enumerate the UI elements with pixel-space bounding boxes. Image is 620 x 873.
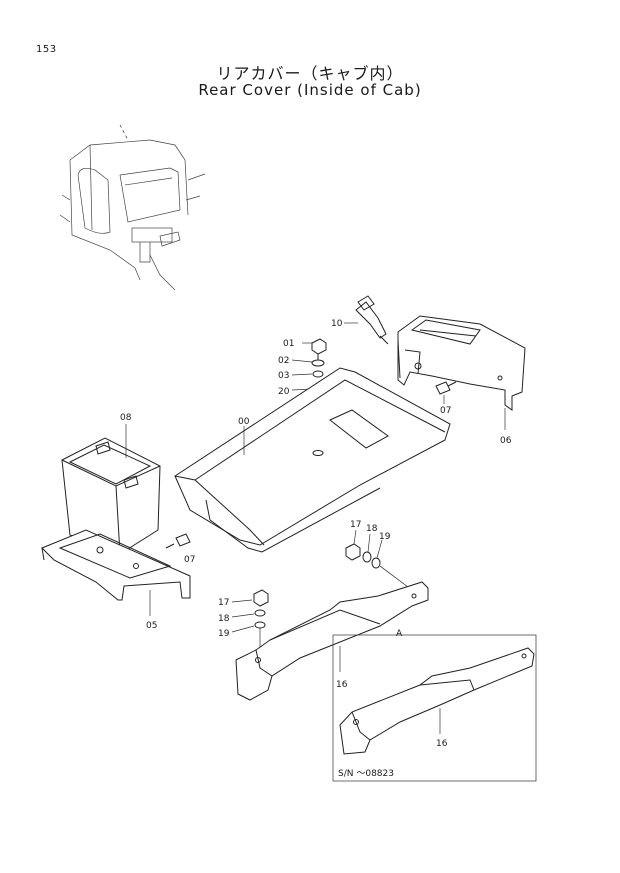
- part-10-bolt: [344, 295, 389, 345]
- callout-10: 10: [331, 319, 343, 329]
- page-title-english: Rear Cover (Inside of Cab): [198, 81, 422, 99]
- callout-16-inset: 16: [436, 739, 448, 749]
- callout-07-left: 07: [184, 555, 195, 565]
- callout-08: 08: [120, 413, 132, 423]
- fastener-stack-middle: [345, 529, 413, 591]
- callout-20: 20: [278, 387, 290, 397]
- callout-06: 06: [500, 436, 512, 446]
- page-title-japanese: リアカバー（キャブ内）: [216, 64, 404, 83]
- part-05-base-bracket: [41, 529, 191, 616]
- part-08-storage-box: [61, 424, 161, 555]
- callout-00: 00: [238, 417, 250, 427]
- callout-17-upper: 17: [350, 520, 361, 530]
- callout-07-right: 07: [440, 406, 451, 416]
- part-16-bracket-upper: [235, 581, 429, 701]
- cab-location-sketch: [59, 124, 206, 291]
- part-07-screw-left: [165, 533, 191, 549]
- part-06-rear-cover-bracket: [397, 315, 526, 430]
- callout-17-lower: 17: [218, 598, 229, 608]
- serial-number-note: S/N ～08823: [338, 769, 394, 779]
- part-07-screw-right: [435, 381, 457, 404]
- part-00-console-tray: [174, 367, 451, 553]
- page-number: 153: [36, 44, 57, 55]
- fastener-stack-lower: [231, 589, 269, 652]
- callout-19-lower: 19: [218, 629, 230, 639]
- callout-16-main: 16: [336, 680, 348, 690]
- callout-03: 03: [278, 371, 289, 381]
- serial-inset-frame: [332, 634, 537, 782]
- callout-18-upper: 18: [366, 524, 378, 534]
- callout-01: 01: [283, 339, 294, 349]
- part-16-bracket-inset: [339, 647, 535, 755]
- callout-05: 05: [146, 621, 157, 631]
- reference-letter-a: A: [396, 629, 403, 639]
- callout-18-lower: 18: [218, 614, 230, 624]
- callout-19-upper: 19: [379, 532, 391, 542]
- callout-02: 02: [278, 356, 289, 366]
